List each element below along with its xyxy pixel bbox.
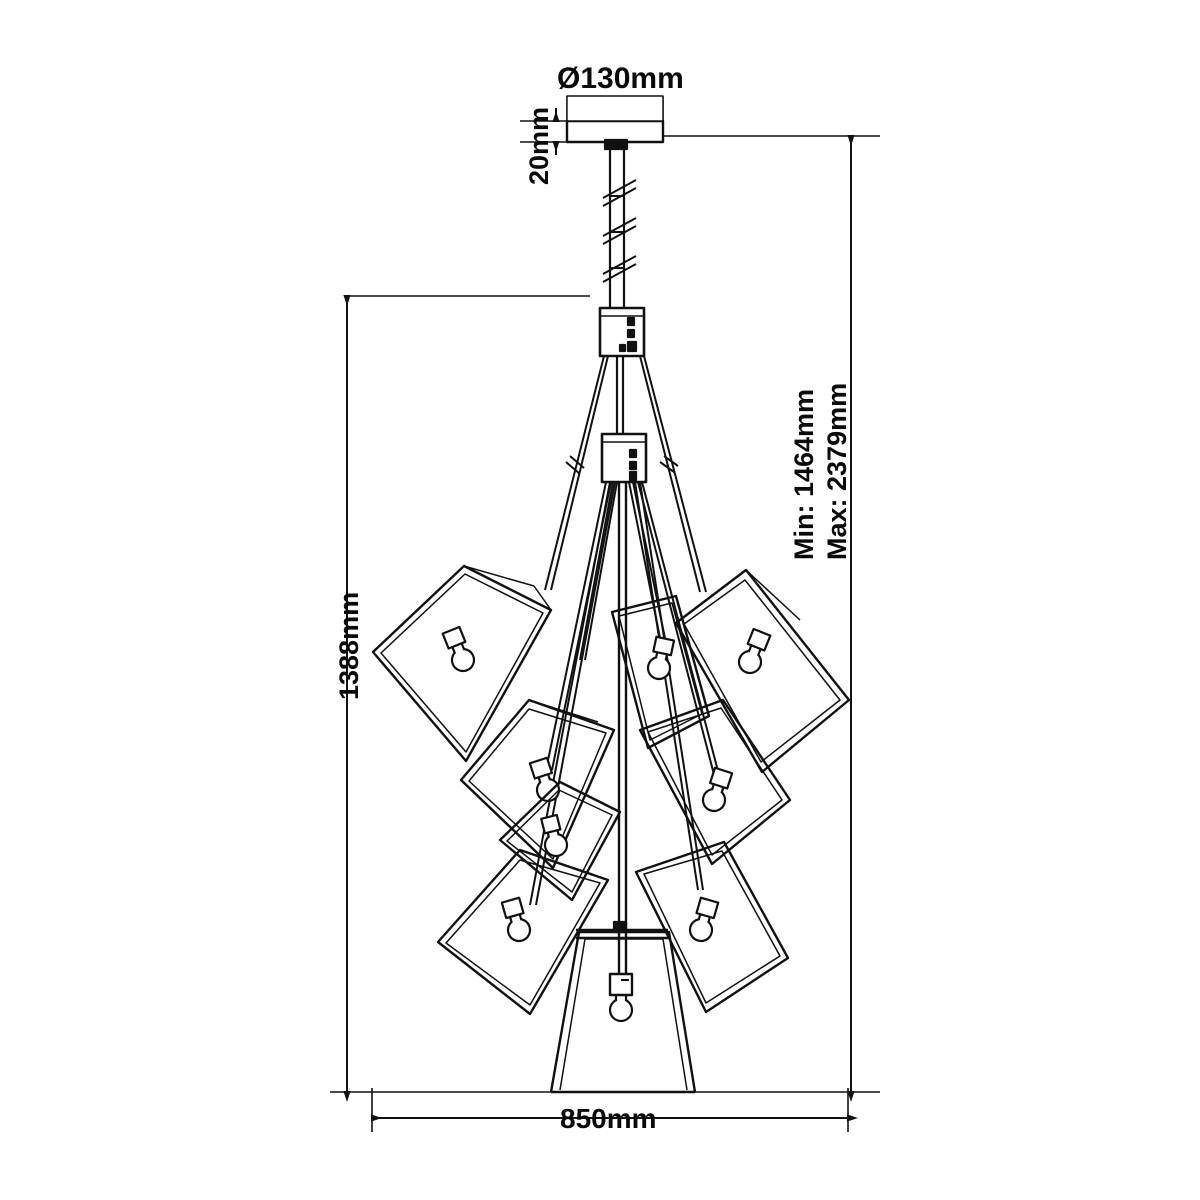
upper-junction-box bbox=[598, 306, 646, 358]
lower-crossbar bbox=[576, 920, 668, 940]
open-cage-frame-shade bbox=[371, 564, 553, 763]
drop-max-label: Max: 2379mm bbox=[822, 383, 852, 560]
drop-min-label: Min: 1464mm bbox=[789, 389, 819, 560]
open-cage-frame-shade bbox=[638, 698, 792, 866]
canopy-thickness-label: 20mm bbox=[524, 107, 554, 185]
dimension-lines bbox=[330, 96, 880, 1132]
open-cage-frame-shade bbox=[436, 848, 610, 1016]
fixture-height-label: 1388mm bbox=[334, 592, 364, 700]
fixture-geometry bbox=[371, 95, 851, 1094]
open-cage-frame-shade bbox=[634, 840, 790, 1014]
suspension-cables-upper bbox=[544, 355, 707, 593]
open-cage-frame-shade bbox=[674, 568, 851, 774]
overall-width-label: 850mm bbox=[560, 1103, 657, 1134]
adjustable-suspension-rod bbox=[602, 149, 637, 310]
open-cage-frame-shade bbox=[549, 930, 697, 1094]
open-cage-frame-shade bbox=[459, 698, 616, 870]
open-cage-frame-shade bbox=[498, 780, 622, 902]
lower-junction-box bbox=[600, 432, 648, 484]
canopy-diameter-label: Ø130mm bbox=[557, 62, 684, 95]
ceiling-canopy-plate bbox=[565, 95, 665, 151]
